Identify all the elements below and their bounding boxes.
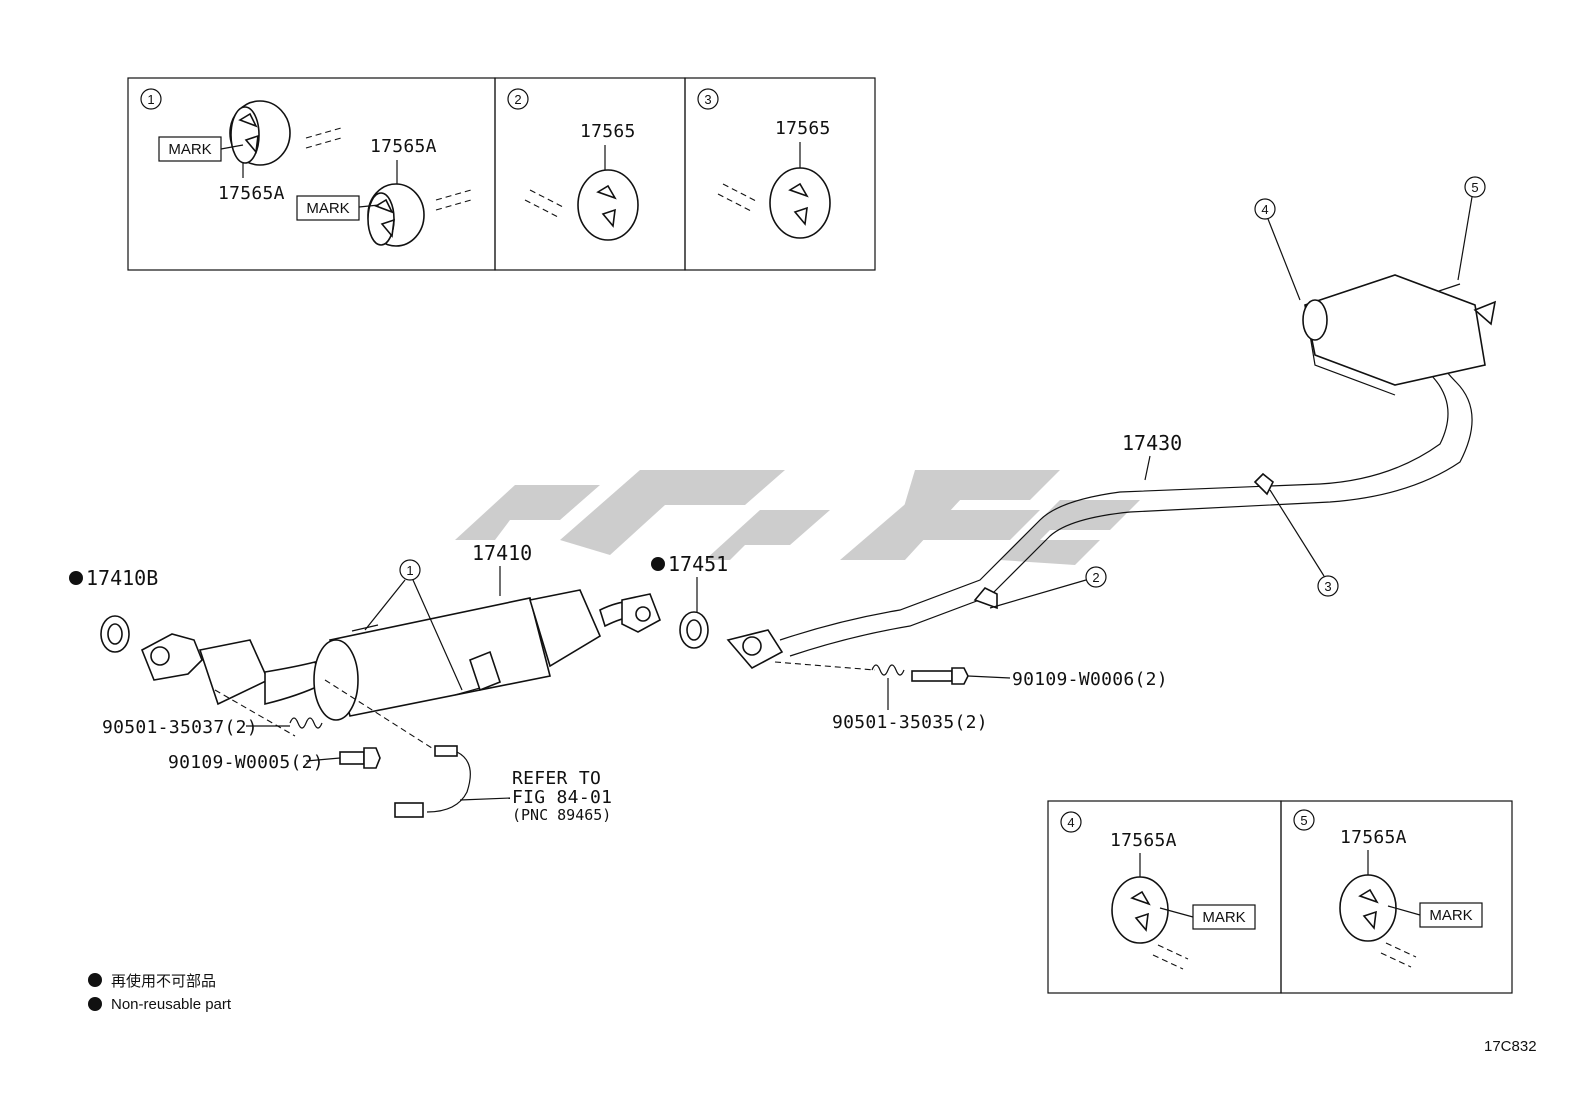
legend-jp: 再使用不可部品 (111, 973, 216, 990)
part-17451-label: 17451 (668, 552, 728, 576)
inset-4-number: 4 (1067, 815, 1074, 830)
callout-3-main: 3 (1324, 579, 1331, 594)
legend-dot-jp (88, 973, 102, 987)
part-17410-label: 17410 (472, 541, 532, 565)
mark-label-upper: MARK (168, 141, 211, 158)
part-17565A-box4-label: 17565A (1110, 830, 1177, 851)
inset-3-number: 3 (704, 92, 711, 107)
inset-box-3: 3 17565 (684, 77, 876, 271)
hanger-17565A-upper[interactable] (229, 100, 291, 166)
inset-1-number: 1 (147, 92, 154, 107)
part-90501-35037-label: 90501-35037(2) (102, 717, 258, 738)
refer-line2: FIG 84-01 (512, 787, 612, 808)
bolt-90109-W0005[interactable] (339, 747, 381, 769)
callout-1-main: 1 (406, 563, 413, 578)
callout-5-main: 5 (1471, 180, 1478, 195)
part-17565A-lower-label: 17565A (218, 183, 285, 204)
inset-2-number: 2 (514, 92, 521, 107)
refer-line3: (PNC 89465) (512, 806, 611, 824)
oxygen-sensor[interactable] (394, 745, 471, 818)
refer-line1: REFER TO (512, 768, 601, 789)
spring-90501-35035[interactable] (871, 664, 905, 676)
gasket-17451[interactable] (679, 611, 709, 649)
part-17565-box2-label: 17565 (580, 121, 636, 142)
inset-box-2: 2 17565 (494, 77, 686, 271)
inset-box-4: 4 17565A MARK (1047, 800, 1282, 994)
mark-label-box5: MARK (1429, 907, 1472, 924)
part-17565A-box5-label: 17565A (1340, 827, 1407, 848)
legend: 再使用不可部品 Non-reusable part (88, 973, 232, 1013)
part-17565A-upper-label: 17565A (370, 136, 437, 157)
hanger-17565A-box5[interactable] (1339, 874, 1397, 942)
hanger-17565A-lower[interactable] (367, 183, 425, 247)
callout-2-main: 2 (1092, 570, 1099, 585)
part-17410B-label: 17410B (86, 566, 158, 590)
hanger-17565-box3[interactable] (769, 167, 831, 239)
figure-code: 17C832 (1484, 1038, 1537, 1055)
part-17565-box3-label: 17565 (775, 118, 831, 139)
mark-label-box4: MARK (1202, 909, 1245, 926)
part-90501-35035-label: 90501-35035(2) (832, 712, 988, 733)
front-pipe-17410[interactable] (140, 589, 661, 721)
callout-4-main: 4 (1261, 202, 1268, 217)
watermark-logo (455, 470, 1140, 565)
inset-5-number: 5 (1300, 813, 1307, 828)
part-90109-W0005-label: 90109-W0005(2) (168, 752, 324, 773)
gasket-17410B[interactable] (100, 615, 130, 653)
legend-dot-en (88, 997, 102, 1011)
inset-box-5: 5 17565A MARK (1280, 800, 1513, 994)
part-90109-W0006-label: 90109-W0006(2) (1012, 669, 1168, 690)
hanger-17565-box2[interactable] (577, 169, 639, 241)
tail-pipe-17430[interactable] (726, 274, 1497, 670)
legend-en: Non-reusable part (111, 996, 232, 1013)
spring-90501-35037[interactable] (289, 717, 323, 729)
non-reusable-dot-17451 (651, 557, 665, 571)
part-17430-label: 17430 (1122, 431, 1182, 455)
mark-label-lower: MARK (306, 200, 349, 217)
non-reusable-dot-17410B (69, 571, 83, 585)
inset-box-1: 1 MARK 17565A MARK 17565A (127, 77, 496, 271)
hanger-17565A-box4[interactable] (1111, 876, 1169, 944)
bolt-90109-W0006[interactable] (911, 667, 969, 685)
